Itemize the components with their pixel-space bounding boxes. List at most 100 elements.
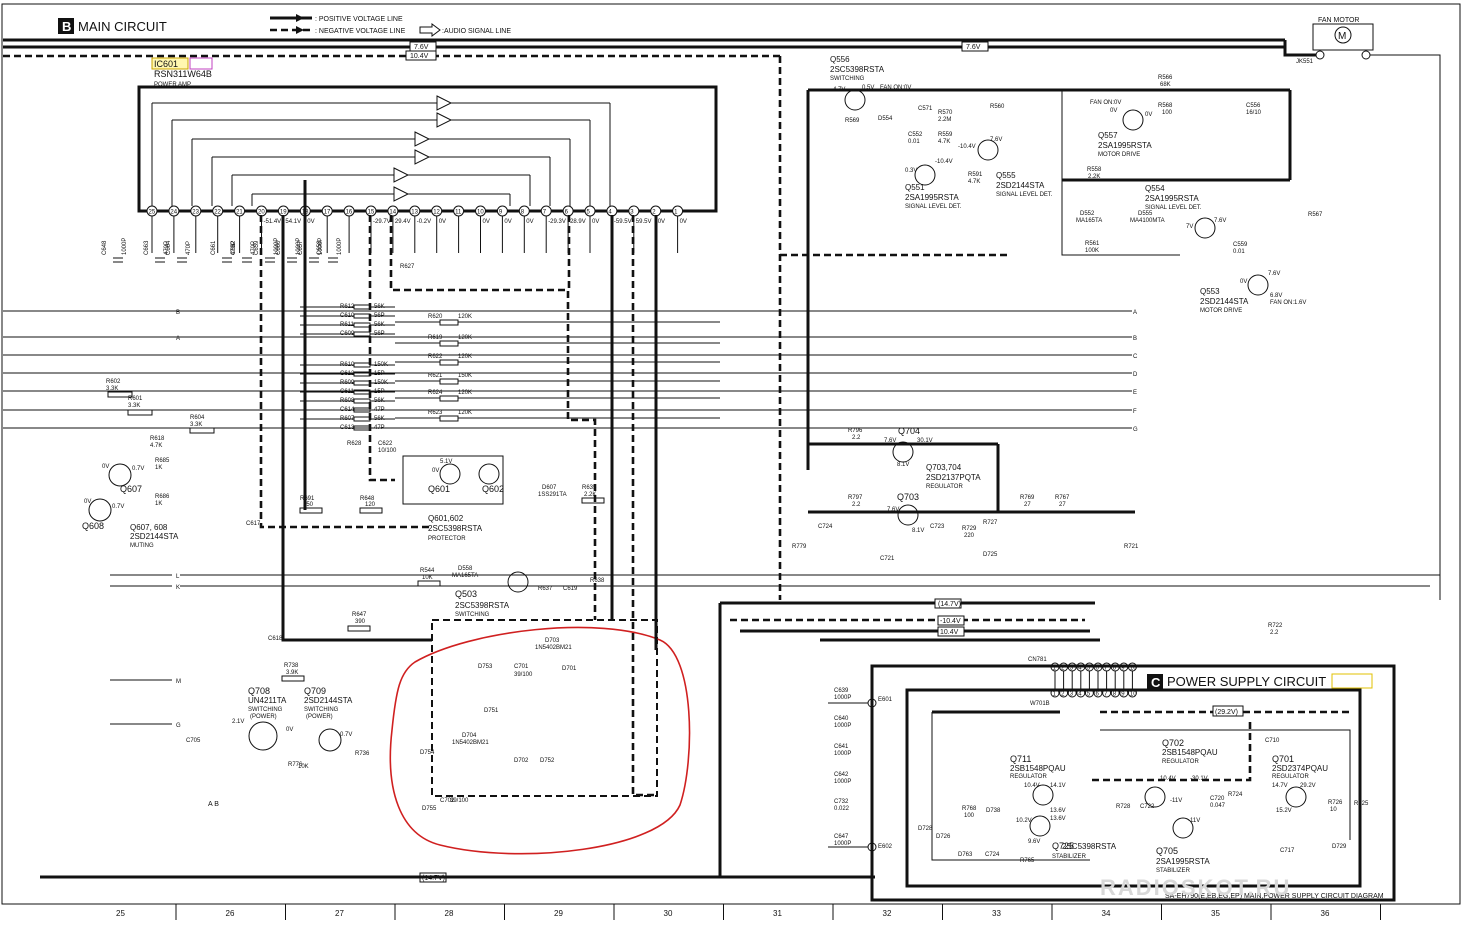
- q711-transistor: [1032, 784, 1054, 806]
- rl-body: [353, 313, 371, 319]
- rm-value: 120K: [458, 354, 472, 360]
- top-rails: 7.6V 10.4V 7.6V: [3, 38, 1285, 600]
- ic-pin-number: 22: [214, 210, 221, 216]
- q703-v76: 7.6V: [887, 507, 899, 513]
- q607-label: Q607: [120, 484, 142, 494]
- ic-pin-voltage: 59.5V: [636, 219, 652, 225]
- ic-pin-number: 5: [587, 210, 591, 216]
- d729-label: D729: [1332, 844, 1347, 850]
- r602-label: R602: [106, 379, 121, 385]
- grid-label: 29: [554, 909, 563, 918]
- q705-transistor: [1172, 817, 1194, 839]
- q701-v152: 15.2V: [1276, 808, 1292, 814]
- psu-section: C POWER SUPPLY CIRCUIT (29.2V) Q711 2SB1…: [870, 664, 1396, 902]
- rl-body: [353, 304, 371, 310]
- motor-icon: [1334, 26, 1352, 44]
- r566-value: 68K: [1160, 82, 1171, 88]
- psu-title: POWER SUPPLY CIRCUIT: [1167, 674, 1326, 689]
- grid-label: 28: [445, 909, 454, 918]
- r544: [417, 580, 441, 587]
- q608-v0: 0V: [84, 499, 91, 505]
- rail-voltage-m10v4: -10.4V: [940, 618, 961, 625]
- c732-label: C732: [834, 799, 849, 805]
- r618-value: 4.7K: [150, 443, 162, 449]
- d738-label: D738: [986, 808, 1001, 814]
- q607-transistor: [108, 463, 132, 487]
- q705-v11a: -11V: [1170, 798, 1182, 804]
- d555-label: D555: [1138, 211, 1153, 217]
- ic-pin-number: 12: [433, 210, 440, 216]
- c622-value: 10/100: [378, 448, 397, 454]
- highlight-ellipse: [389, 626, 691, 855]
- r685-value: 1K: [155, 465, 162, 471]
- grid-label: 35: [1211, 909, 1220, 918]
- rail-voltage-10v4: 10.4V: [410, 53, 429, 60]
- rm-body: [439, 378, 459, 385]
- c552-value: 0.01: [908, 139, 920, 145]
- grid-label: 36: [1321, 909, 1330, 918]
- r685-label: R685: [155, 458, 170, 464]
- rectifier-block: D703 1N5402BM21 D704 1N5402BM21 D753 D75…: [420, 619, 658, 812]
- c720-label: C720: [1210, 796, 1225, 802]
- r558-value: 2.2K: [1088, 174, 1100, 180]
- q725-label: Q725: [1052, 841, 1074, 851]
- d704-label: D704: [462, 733, 477, 739]
- r601-label: R601: [128, 396, 143, 402]
- q608-transistor: [88, 498, 112, 522]
- d554-label: D554: [878, 116, 893, 122]
- c617-label: C617: [246, 521, 261, 527]
- q554-v7: 7V: [1186, 224, 1193, 230]
- q701-label: Q701: [1272, 754, 1294, 764]
- rm-ref: R619: [428, 335, 443, 341]
- r561-label: R561: [1085, 241, 1100, 247]
- c640-label: C640: [834, 716, 849, 722]
- q555-vm104: -10.4V: [958, 144, 976, 150]
- r767-label: R767: [1055, 495, 1070, 501]
- q725-transistor: [1029, 815, 1051, 837]
- cn781-pin-number: 7: [1104, 692, 1108, 698]
- ic-pin-voltage: -29.7V: [373, 219, 391, 225]
- q551-v03: 0.3V: [905, 168, 917, 174]
- q702-transistor: [1144, 786, 1166, 808]
- q553-part: 2SD2144STA: [1200, 297, 1249, 306]
- q708-section: Q708 UN4211TA SWITCHING (POWER) Q709 2SD…: [186, 663, 370, 808]
- r722-value: 2.2: [1270, 630, 1279, 636]
- q711-role: REGULATOR: [1010, 774, 1047, 780]
- q704-transistor: [892, 441, 914, 463]
- d726-label: D726: [936, 834, 951, 840]
- cn781-pin-number: 9: [1121, 692, 1125, 698]
- r769-label: R769: [1020, 495, 1035, 501]
- cn781-pin-number: 8: [1113, 692, 1117, 698]
- cn781-label: CN781: [1028, 657, 1047, 663]
- ic-pin-voltage: -59.5V: [614, 219, 632, 225]
- cap-ref: C658: [317, 240, 323, 255]
- r776-value: 10K: [298, 764, 309, 770]
- q701-part: 2SD2374PQAU: [1272, 764, 1328, 773]
- rm-ref: R620: [428, 314, 443, 320]
- c701-value: 39/100: [514, 672, 533, 678]
- section-header-main: B MAIN CIRCUIT: [58, 18, 167, 34]
- ic-ref: IC601: [154, 59, 178, 69]
- cap-ref: C648: [102, 240, 108, 255]
- r768-value: 100: [964, 813, 975, 819]
- q602-label: Q602: [482, 484, 504, 494]
- r768-label: R768: [962, 806, 977, 812]
- rm-body: [439, 340, 459, 347]
- q553-label: Q553: [1200, 287, 1220, 296]
- q556-v05: 0.5V: [862, 85, 874, 91]
- cn781-pin-number: 10: [1130, 666, 1137, 672]
- left-bus-letter: M: [176, 679, 181, 685]
- section-title: MAIN CIRCUIT: [78, 19, 167, 34]
- opamp-3: [414, 131, 431, 147]
- grid-label: 31: [773, 909, 782, 918]
- r736-label: R736: [355, 751, 370, 757]
- ic-pin-voltage: 0V: [658, 219, 665, 225]
- cn781-pin-number: 9: [1121, 666, 1125, 672]
- r638-label: R638: [590, 578, 605, 584]
- protector-q-role: PROTECTOR: [428, 536, 466, 542]
- r729-label: R729: [962, 526, 977, 532]
- q557-part: 2SA1995RSTA: [1098, 141, 1152, 150]
